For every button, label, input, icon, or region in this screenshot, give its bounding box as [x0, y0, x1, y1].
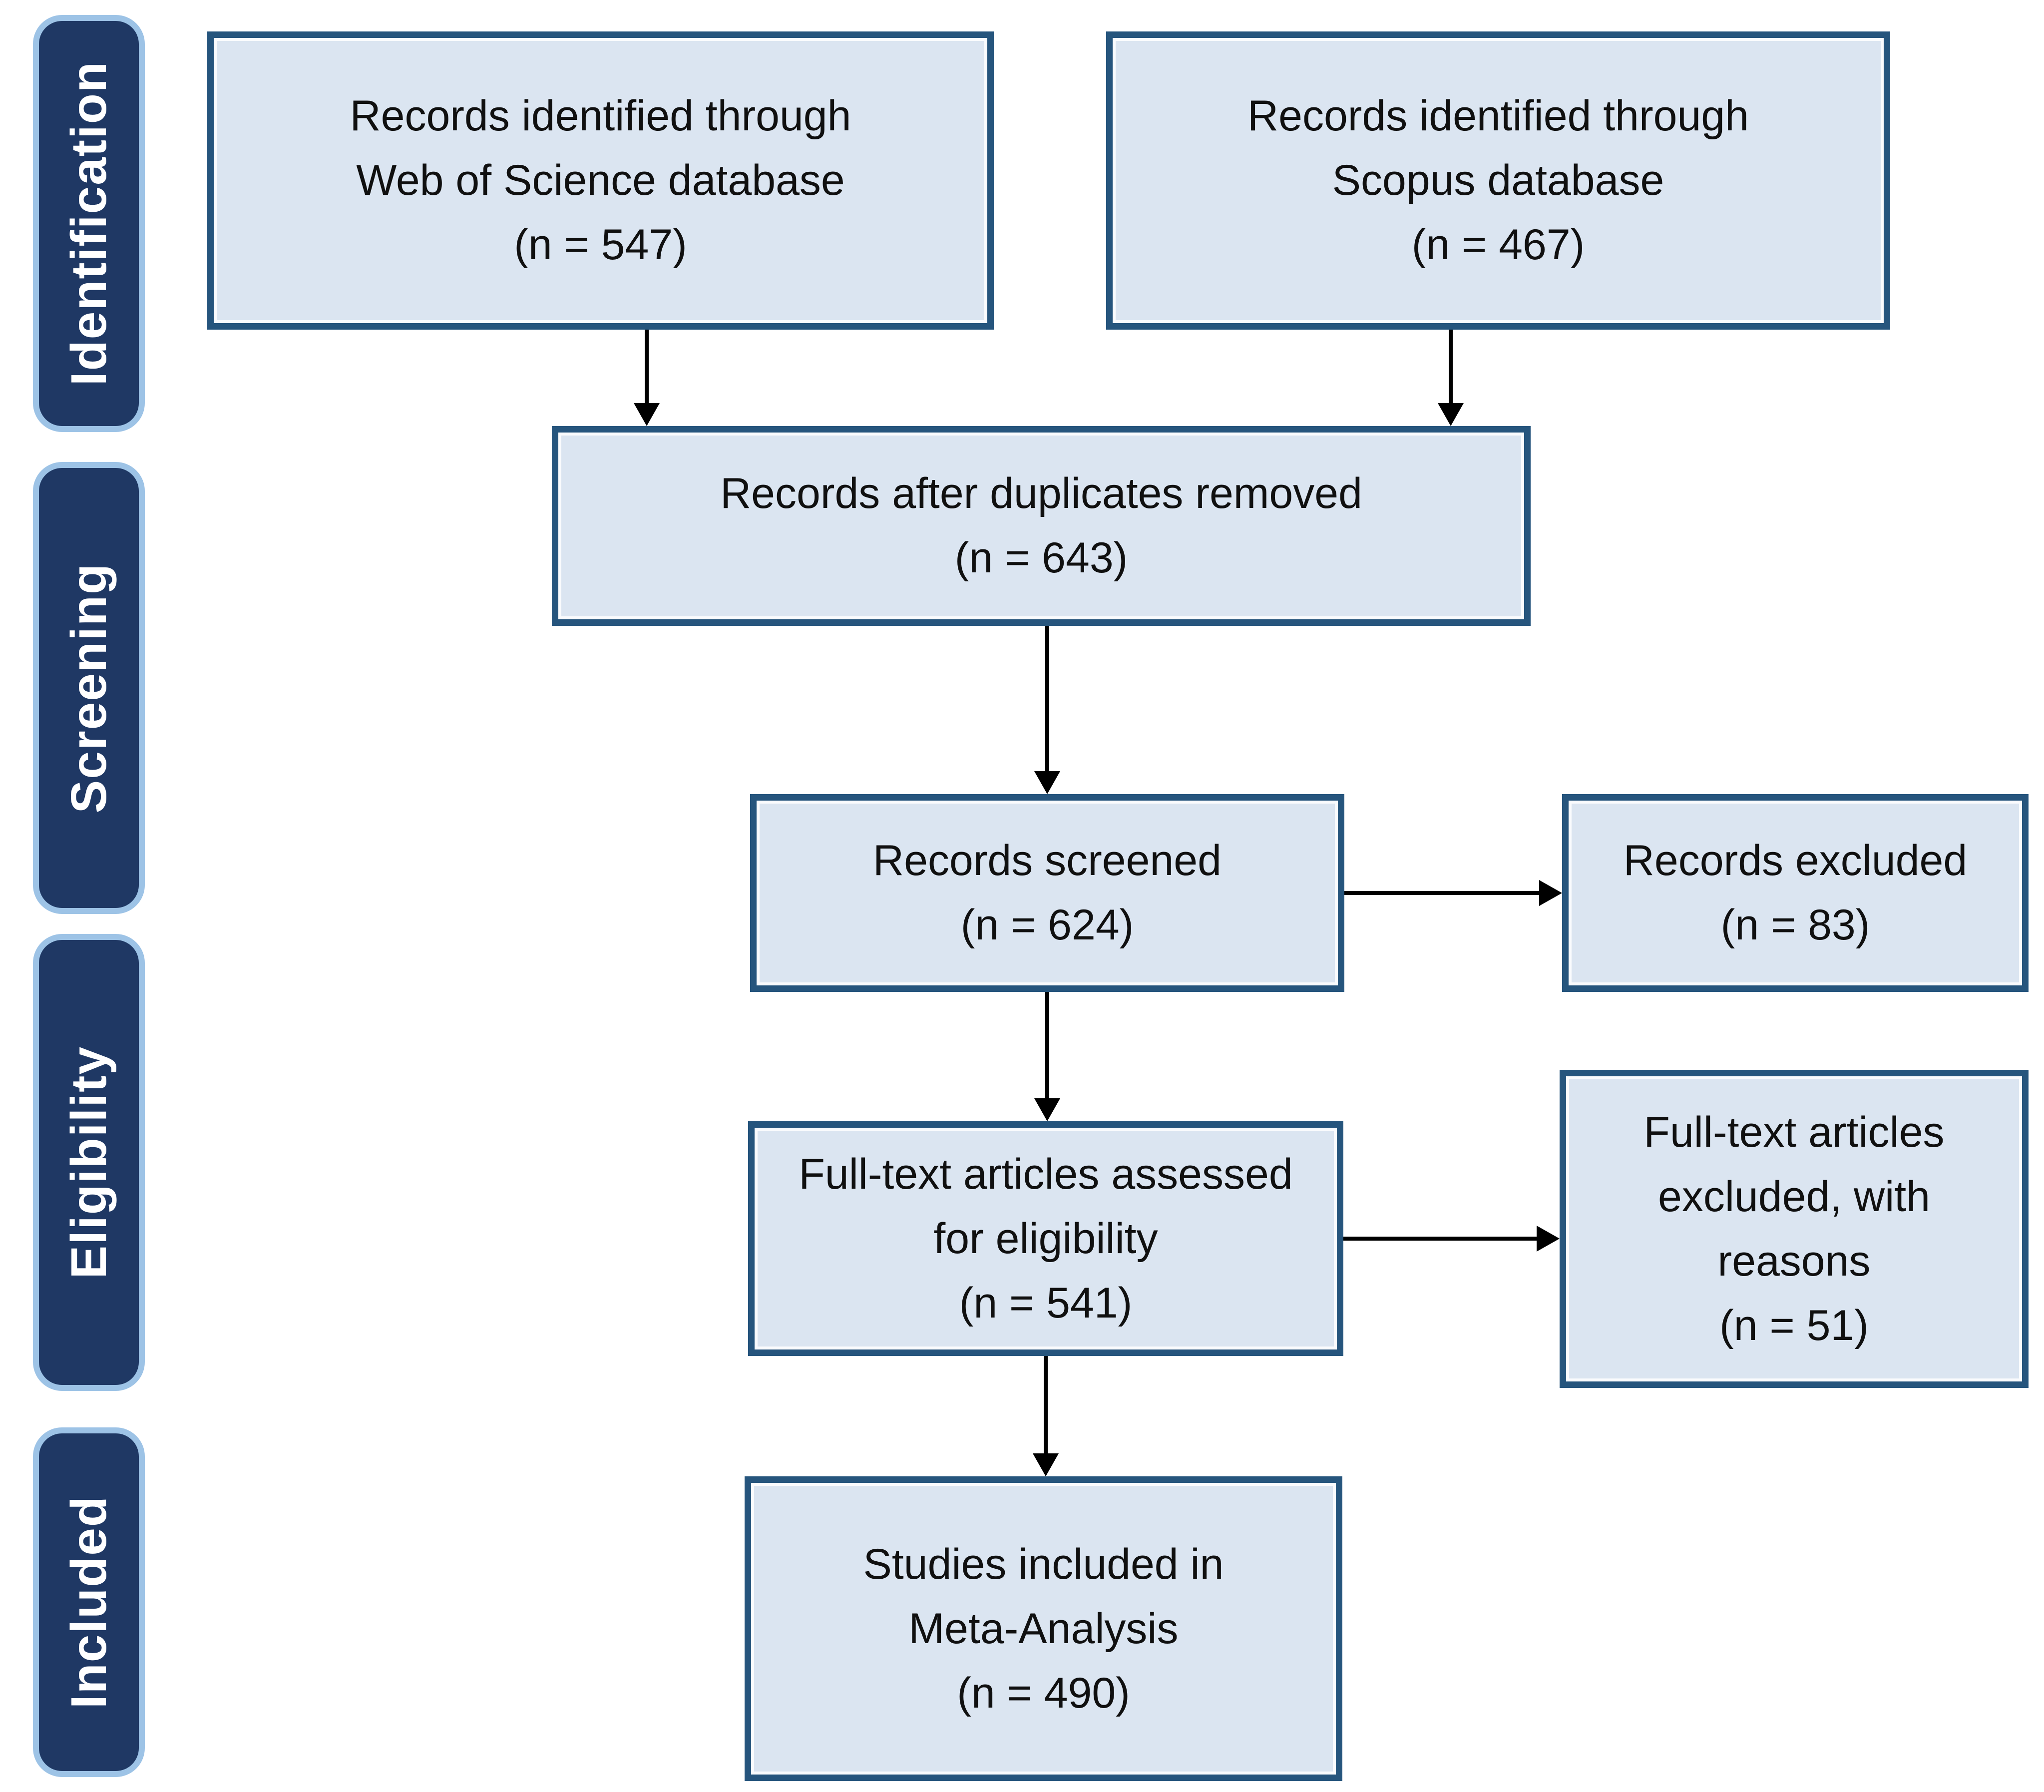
arrow-duplicates-to-screened-head-icon — [1034, 771, 1060, 794]
stage-label-included: Included — [60, 1495, 117, 1709]
box-studies-included: Studies included in Meta-Analysis (n = 4… — [745, 1476, 1342, 1781]
stage-label-identification: Identification — [60, 61, 117, 386]
box-fulltext-excluded-text: Full-text articles excluded, with reason… — [1643, 1108, 1945, 1349]
stage-pill-identification: Identification — [33, 15, 145, 432]
arrow-fulltext-to-ftexcluded-head-icon — [1537, 1226, 1560, 1252]
box-fulltext-assessed: Full-text articles assessed for eligibil… — [748, 1121, 1343, 1356]
box-records-identified-wos: Records identified through Web of Scienc… — [207, 31, 994, 330]
box-records-identified-scopus-text: Records identified through Scopus databa… — [1247, 92, 1749, 269]
stage-label-eligibility: Eligibility — [60, 1046, 117, 1279]
box-records-after-duplicates-removed-text: Records after duplicates removed (n = 64… — [720, 469, 1362, 582]
arrow-scopus-to-duplicates-line — [1449, 330, 1453, 403]
arrow-screened-to-fulltext-head-icon — [1034, 1098, 1060, 1121]
box-records-after-duplicates-removed: Records after duplicates removed (n = 64… — [552, 426, 1531, 626]
box-records-excluded: Records excluded (n = 83) — [1562, 794, 2029, 992]
stage-pill-eligibility: Eligibility — [33, 934, 145, 1391]
arrow-screened-to-excluded-head-icon — [1539, 880, 1562, 906]
box-studies-included-text: Studies included in Meta-Analysis (n = 4… — [863, 1540, 1224, 1717]
box-fulltext-assessed-text: Full-text articles assessed for eligibil… — [799, 1150, 1293, 1327]
arrow-fulltext-to-included-head-icon — [1033, 1453, 1059, 1476]
stage-label-screening: Screening — [60, 562, 117, 814]
arrow-screened-to-excluded-line — [1344, 891, 1539, 895]
box-records-identified-wos-text: Records identified through Web of Scienc… — [350, 92, 851, 269]
arrow-fulltext-to-included-line — [1044, 1356, 1048, 1453]
box-records-identified-scopus: Records identified through Scopus databa… — [1106, 31, 1890, 330]
arrow-screened-to-fulltext-line — [1045, 992, 1049, 1098]
box-fulltext-excluded: Full-text articles excluded, with reason… — [1560, 1070, 2029, 1388]
stage-pill-screening: Screening — [33, 462, 145, 914]
box-records-screened: Records screened (n = 624) — [750, 794, 1344, 992]
arrow-duplicates-to-screened-line — [1045, 626, 1049, 771]
box-records-screened-text: Records screened (n = 624) — [873, 837, 1222, 949]
arrow-fulltext-to-ftexcluded-line — [1343, 1237, 1537, 1241]
box-records-excluded-text: Records excluded (n = 83) — [1623, 837, 1968, 949]
arrow-wos-to-duplicates-line — [645, 330, 649, 403]
arrow-scopus-to-duplicates-head-icon — [1438, 403, 1464, 426]
arrow-wos-to-duplicates-head-icon — [634, 403, 660, 426]
stage-pill-included: Included — [33, 1427, 145, 1777]
